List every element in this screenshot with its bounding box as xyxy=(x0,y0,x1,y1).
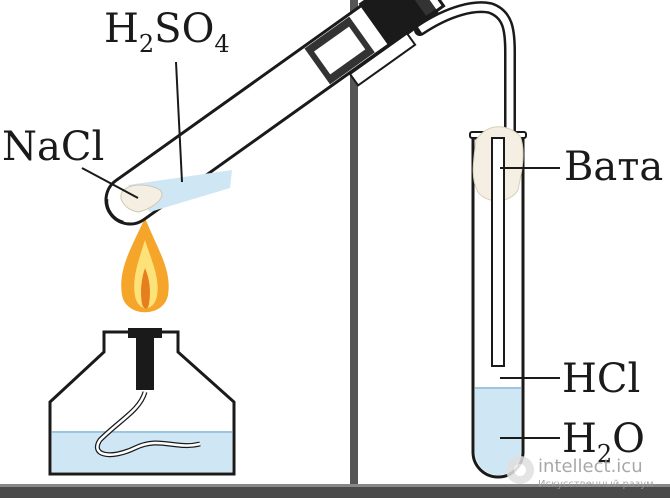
leader-nacl xyxy=(81,167,139,199)
watermark-subtitle: Искусственный разум xyxy=(538,479,654,490)
watermark: intellect.icu Искусственный разум xyxy=(506,456,654,490)
label-nacl: NaCl xyxy=(2,124,104,170)
label-h2o: H2O xyxy=(562,416,645,468)
vertical-test-tube xyxy=(469,126,527,479)
spirit-lamp xyxy=(48,328,236,476)
label-cotton: Вата xyxy=(564,144,663,190)
watermark-title: intellect.icu xyxy=(538,456,643,477)
delivery-tube xyxy=(414,1,516,146)
stand-base-highlight xyxy=(0,484,670,487)
label-h2so4: H2SO4 xyxy=(104,6,230,58)
inner-tube xyxy=(348,31,417,87)
inclined-test-tube xyxy=(104,0,446,226)
flame xyxy=(121,218,169,313)
salt-crystals xyxy=(120,184,163,213)
stand-rod xyxy=(350,0,358,492)
leader-h2so4 xyxy=(175,61,183,183)
label-hcl: HCl xyxy=(562,356,640,402)
stand-base xyxy=(0,484,670,498)
lamp-burner-tube xyxy=(136,334,154,390)
